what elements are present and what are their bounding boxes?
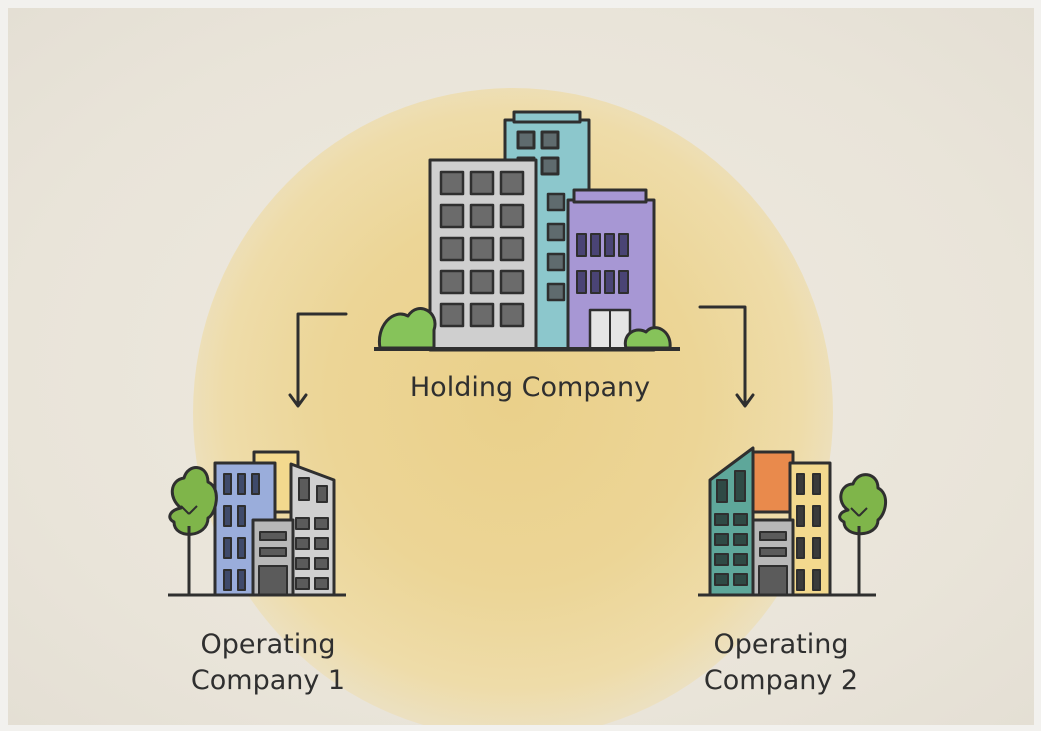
operating-company-2-label-line1: Operating <box>713 629 849 660</box>
operating-company-2-label-line2: Company 2 <box>703 665 859 696</box>
diagram-graphics <box>168 110 887 597</box>
holding-company-icon <box>374 110 680 352</box>
operating-company-1-icon <box>168 450 346 597</box>
operating-company-1-label-line1: Operating <box>200 629 336 660</box>
diagram-canvas: Holding Company Operating Company 1 Oper… <box>8 8 1034 725</box>
operating-company-1-label-line2: Company 1 <box>190 665 346 696</box>
arrow-to-operating-company-1 <box>288 312 348 408</box>
operating-company-2-icon <box>698 446 887 597</box>
operating-company-2-label: Operating Company 2 <box>651 627 911 699</box>
operating-company-1-label: Operating Company 1 <box>138 627 398 699</box>
arrow-to-operating-company-2 <box>698 305 755 408</box>
holding-company-label: Holding Company <box>409 372 651 403</box>
